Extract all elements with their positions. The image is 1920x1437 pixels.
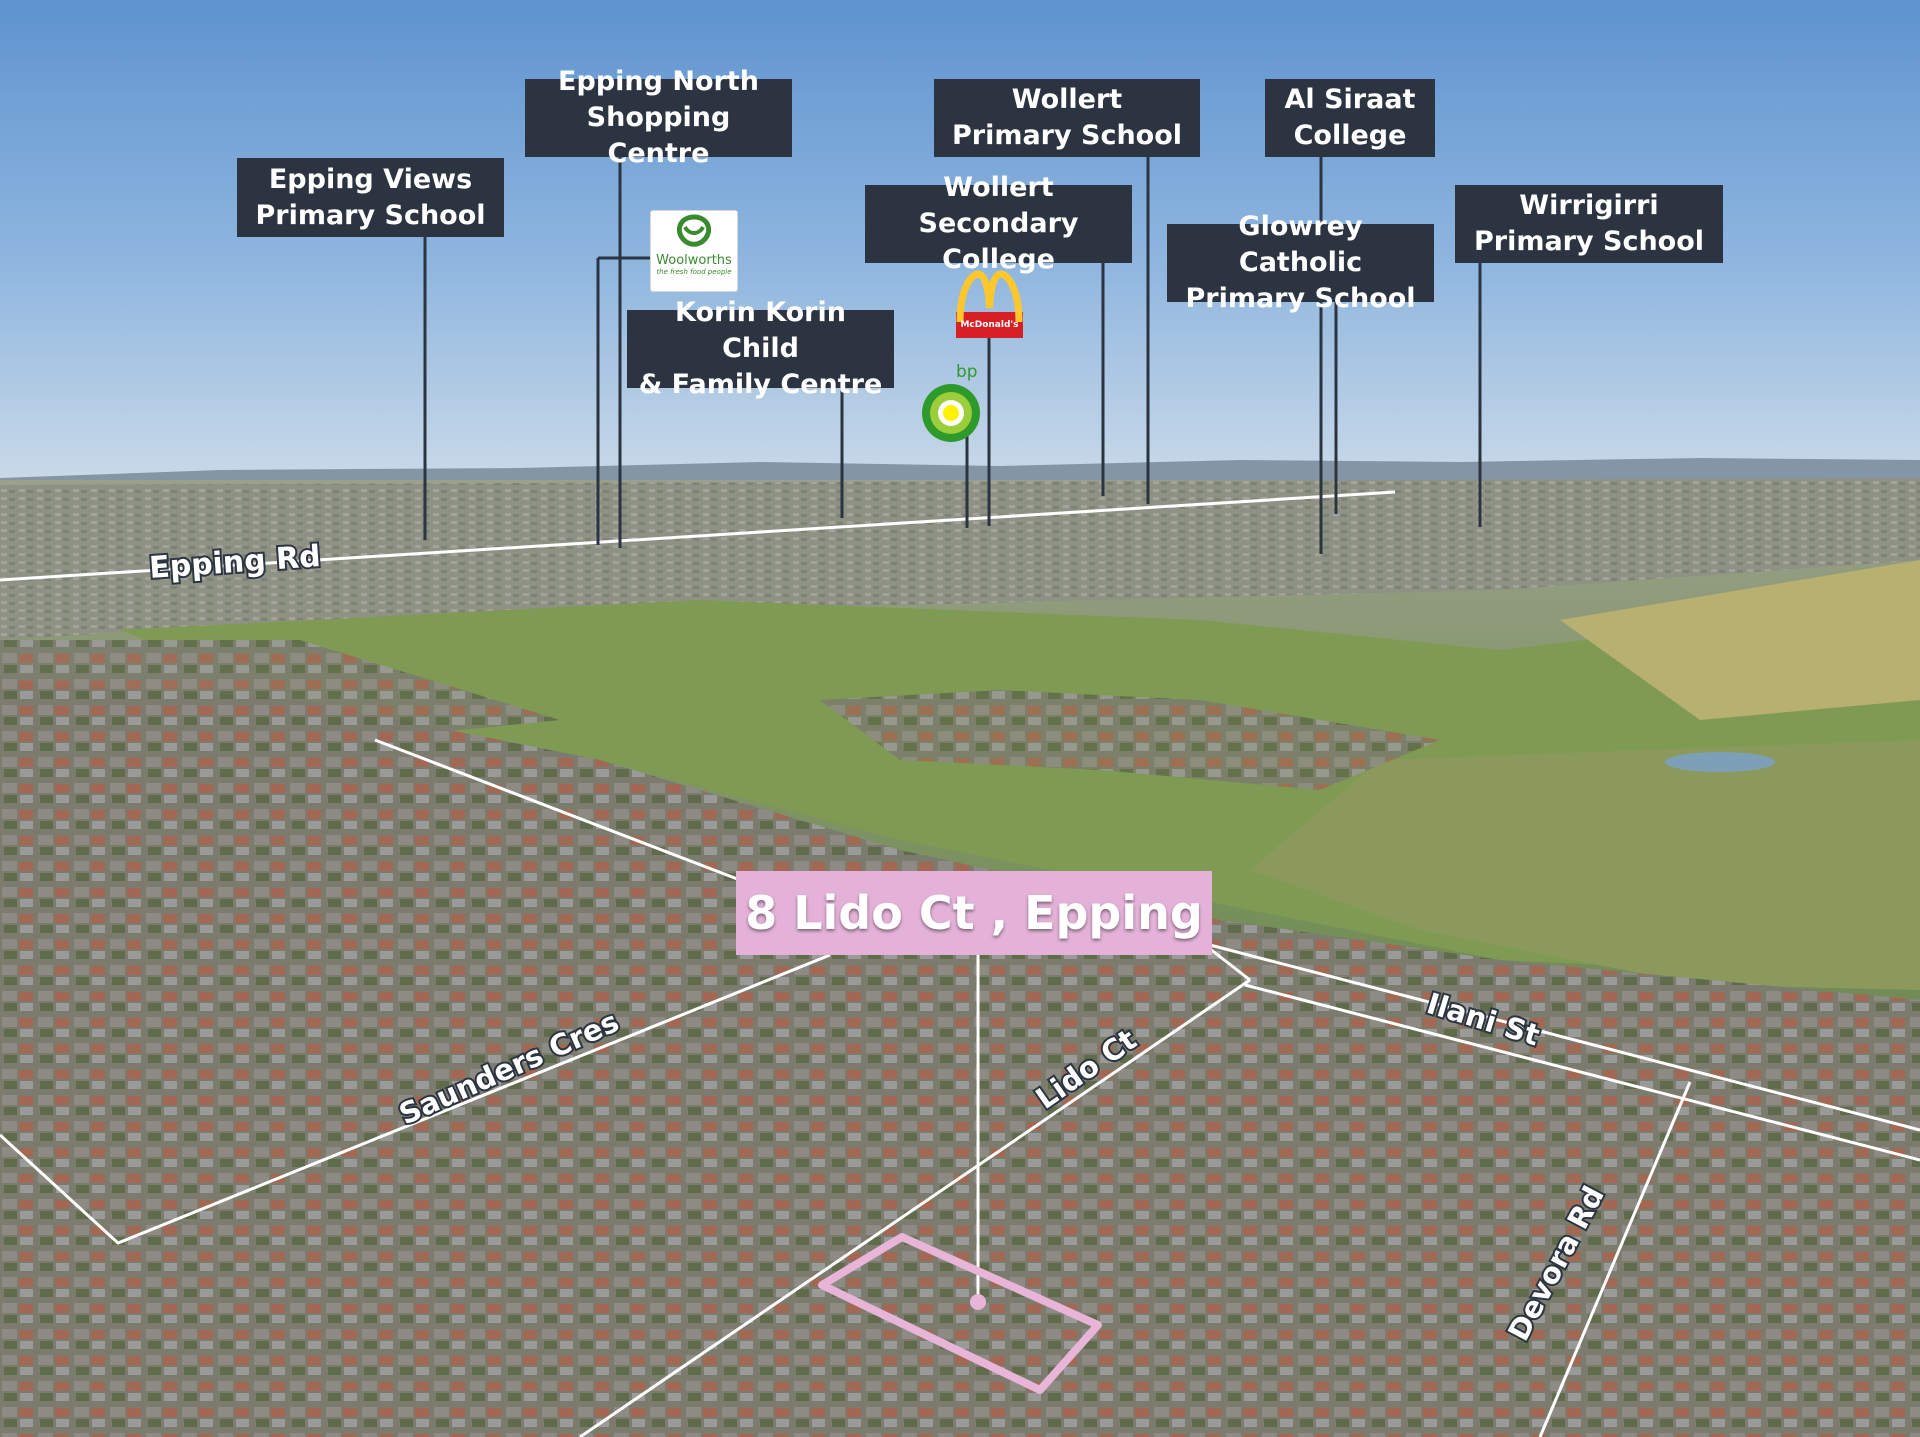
landmark-label-wirrigirri: Wirrigirri Primary School (1455, 185, 1723, 263)
epping-rd-line (0, 490, 1396, 582)
mcdonalds-wordmark: McDonald's (960, 320, 1019, 330)
landmark-label-wollert-secondary: Wollert Secondary College (865, 172, 1132, 275)
ilani-st-line-lower (1244, 983, 1920, 1162)
woolworths-leaf-icon (677, 214, 711, 247)
bp-wordmark: bp (956, 362, 978, 382)
landmark-label-epping-views: Epping Views Primary School (237, 158, 504, 237)
landmark-label-glowrey: Glowrey Catholic Primary School (1167, 211, 1434, 314)
landmark-label-al-siraat: Al Siraat College (1265, 79, 1435, 157)
devora-rd-line (1538, 1081, 1692, 1437)
left-suburbs-top (0, 640, 560, 760)
saunders-cres-line-lower (0, 953, 831, 1245)
ilani-st-line (1209, 943, 1920, 1132)
woolworths-wordmark: Woolworths (656, 253, 732, 268)
property-marker-dot (970, 1294, 986, 1310)
middle-suburbs (820, 690, 1440, 790)
bp-helios-icon (922, 384, 980, 442)
paddock-dry (1560, 560, 1920, 720)
paddocks (1250, 740, 1920, 990)
lido-ct-line-top (1204, 943, 1251, 982)
lido-ct-line (579, 978, 1251, 1437)
far-suburbs (0, 478, 1920, 640)
mcdonalds-arches-icon (956, 270, 1023, 338)
bp-logo: bp (918, 360, 986, 446)
woolworths-logo: Woolworths the fresh food people (651, 211, 737, 291)
landmark-label-epping-north: Epping North Shopping Centre (525, 66, 792, 169)
woolworths-tagline: the fresh food people (656, 268, 732, 276)
mcdonalds-logo: McDonald's (954, 270, 1025, 340)
pointer-lines (423, 157, 1482, 554)
landmark-label-korin-korin: Korin Korin Child & Family Centre (627, 297, 894, 400)
address-label: 8 Lido Ct , Epping (736, 871, 1212, 955)
saunders-cres-line (374, 738, 741, 882)
pond (1665, 752, 1775, 772)
property-outline (818, 1233, 1102, 1394)
left-suburbs (0, 680, 1920, 1437)
landmark-label-wollert-primary: Wollert Primary School (934, 79, 1200, 157)
